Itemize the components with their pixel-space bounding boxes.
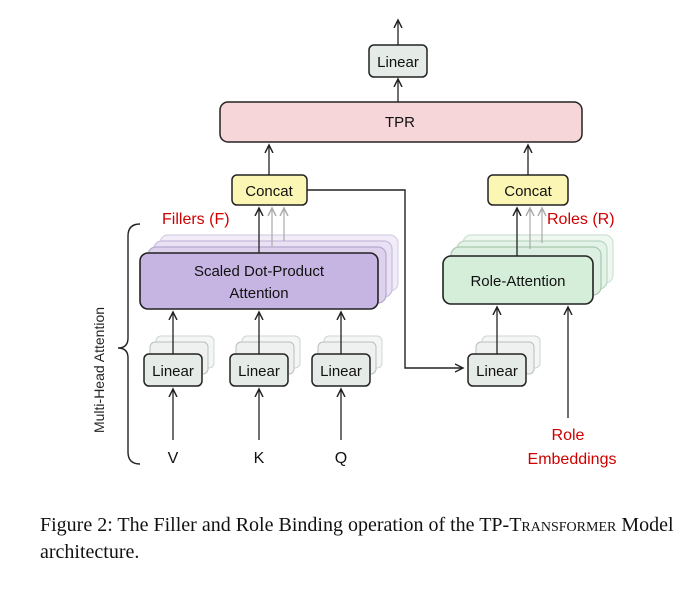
caption-suffix: Model architecture. — [40, 514, 674, 563]
linear-k-label: Linear — [238, 363, 280, 380]
input-v-label: V — [168, 450, 179, 467]
concat-to-role-linear-connector — [307, 189, 463, 368]
top-linear-label: Linear — [377, 54, 419, 71]
right-concat-box — [487, 174, 569, 206]
roles-label: Roles (R) — [547, 211, 615, 228]
top-linear-box — [368, 44, 428, 78]
tpr-label: TPR — [385, 114, 415, 131]
role-embeddings-label-line2: Embeddings — [528, 451, 617, 468]
role-embeddings-label-line1: Role — [552, 427, 585, 444]
architecture-diagram: Linear TPR Concat Concat Fillers (F) Rol… — [91, 0, 617, 468]
right-concat-label: Concat — [504, 183, 552, 200]
input-k-label: K — [254, 450, 265, 467]
scaled-attention-label-line2: Attention — [229, 285, 288, 302]
role-attention-label: Role-Attention — [470, 273, 565, 290]
role-attention-box — [442, 255, 594, 305]
linear-v-box — [143, 353, 203, 387]
left-concat-label: Concat — [245, 183, 293, 200]
tpr-box — [219, 101, 583, 143]
multi-head-attention-label: Multi-Head Attention — [91, 307, 107, 433]
fillers-label: Fillers (F) — [162, 211, 230, 228]
linear-q-label: Linear — [320, 363, 362, 380]
scaled-dot-product-attention-box — [139, 252, 379, 310]
linear-v-label: Linear — [152, 363, 194, 380]
linear-role-label: Linear — [476, 363, 518, 380]
linear-k-box — [229, 353, 289, 387]
caption-smallcaps: Transformer — [509, 514, 617, 536]
input-q-label: Q — [335, 450, 347, 467]
figure-caption: Figure 2: The Filler and Role Binding op… — [40, 512, 680, 566]
scaled-attention-label-line1: Scaled Dot-Product — [194, 263, 325, 280]
caption-prefix: Figure 2: The Filler and Role Binding op… — [40, 514, 510, 536]
multi-head-brace — [117, 223, 141, 465]
linear-role-box — [467, 353, 527, 387]
linear-q-box — [311, 353, 371, 387]
